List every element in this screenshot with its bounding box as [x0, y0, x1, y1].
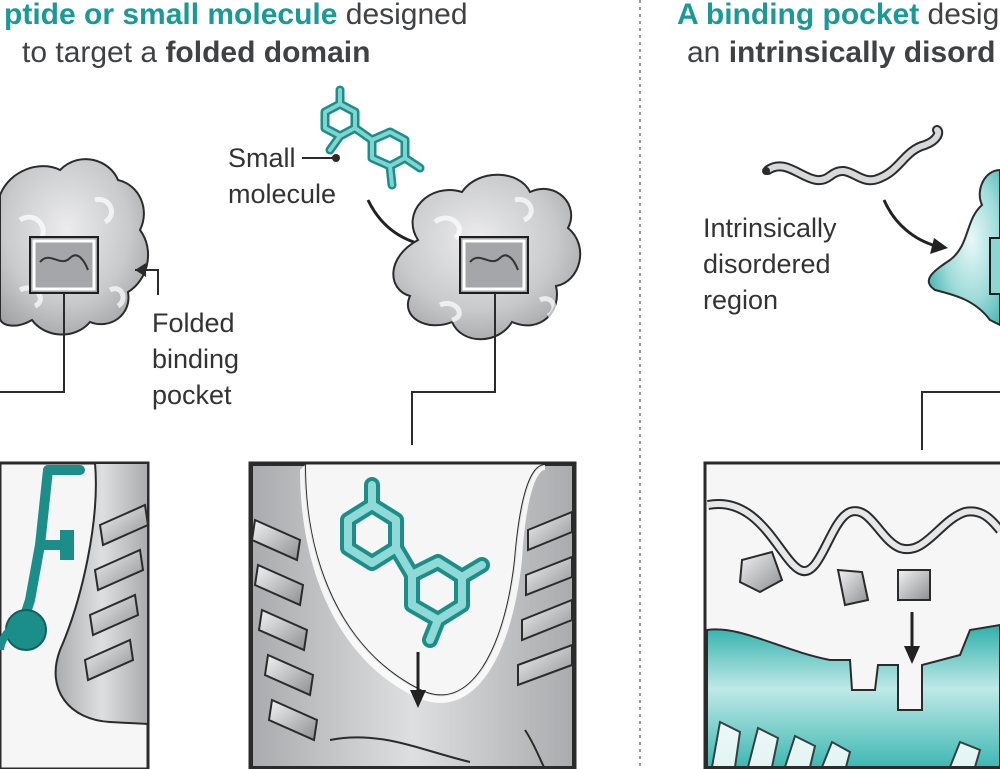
disordered-chain-icon	[762, 125, 944, 186]
small-molecule-pocket-panel	[248, 461, 577, 769]
label-idr-line3: region	[703, 285, 779, 315]
label-idr-line2: disordered	[703, 249, 831, 279]
down-arrow-icon	[904, 612, 920, 664]
label-small-molecule-line1: Small	[228, 143, 296, 173]
curved-arrow-2	[882, 199, 937, 248]
label-idr: Intrinsically disordered region	[703, 210, 837, 318]
left-heading2-bold: folded domain	[165, 36, 371, 69]
alpha-helix-icon	[517, 510, 573, 687]
folded-protein-icon	[0, 158, 149, 336]
label-small-molecule-line2: molecule	[228, 179, 337, 209]
folded-protein-icon	[927, 168, 1000, 327]
connector-middle	[411, 293, 496, 445]
connector-right	[921, 391, 1000, 450]
alpha-helix-icon	[250, 518, 319, 742]
right-heading-bold: A binding pocket	[677, 0, 920, 31]
label-small-molecule: Small molecule	[228, 140, 336, 212]
label-folded-pocket-line2: binding	[152, 344, 240, 374]
right-heading-line1: A binding pocket desig	[677, 0, 999, 32]
folded-protein-icon	[392, 173, 582, 341]
alpha-helix-icon	[83, 503, 150, 682]
left-heading-line1: ptide or small molecule designed	[4, 0, 468, 32]
left-heading-rest: designed	[337, 0, 468, 31]
right-heading2-bold: intrinsically disord	[728, 36, 996, 69]
right-heading-line2: an intrinsically disord	[687, 36, 995, 70]
peptide-pocket-panel	[0, 461, 150, 769]
label-folded-pocket: Folded binding pocket	[152, 305, 239, 413]
right-heading-rest: desig	[919, 0, 1000, 31]
left-heading-bold: ptide or small molecule	[4, 0, 338, 31]
disordered-pocket-panel	[703, 461, 1000, 769]
label-idr-line1: Intrinsically	[703, 213, 837, 243]
left-heading-line2: to target a folded domain	[22, 36, 370, 70]
connector-left	[0, 293, 65, 393]
down-arrow-icon	[410, 652, 426, 708]
label-folded-pocket-line1: Folded	[152, 308, 235, 338]
left-heading2-pre: to target a	[22, 36, 166, 69]
label-folded-pocket-line3: pocket	[152, 380, 232, 410]
right-heading2-pre: an	[687, 36, 729, 69]
